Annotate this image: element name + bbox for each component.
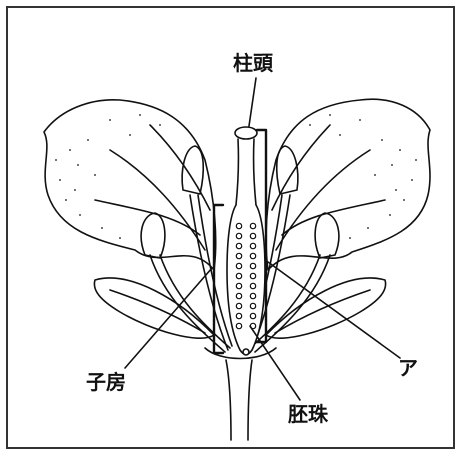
stigma	[235, 127, 257, 139]
pistil	[227, 127, 265, 355]
stamen-left-outer	[141, 213, 230, 352]
ovary-label: 子房	[86, 372, 126, 392]
ovule-label: 胚珠	[288, 404, 328, 424]
right-sepal	[266, 278, 386, 338]
ovary-body	[227, 205, 265, 355]
stigma-label: 柱頭	[233, 53, 273, 73]
style	[236, 139, 256, 205]
a-label: ア	[398, 358, 418, 378]
right-petal	[266, 99, 430, 270]
leader-stigma	[249, 78, 256, 126]
left-petal	[44, 100, 216, 270]
right-petal-texture	[309, 114, 417, 239]
flower-stalk	[226, 360, 252, 440]
